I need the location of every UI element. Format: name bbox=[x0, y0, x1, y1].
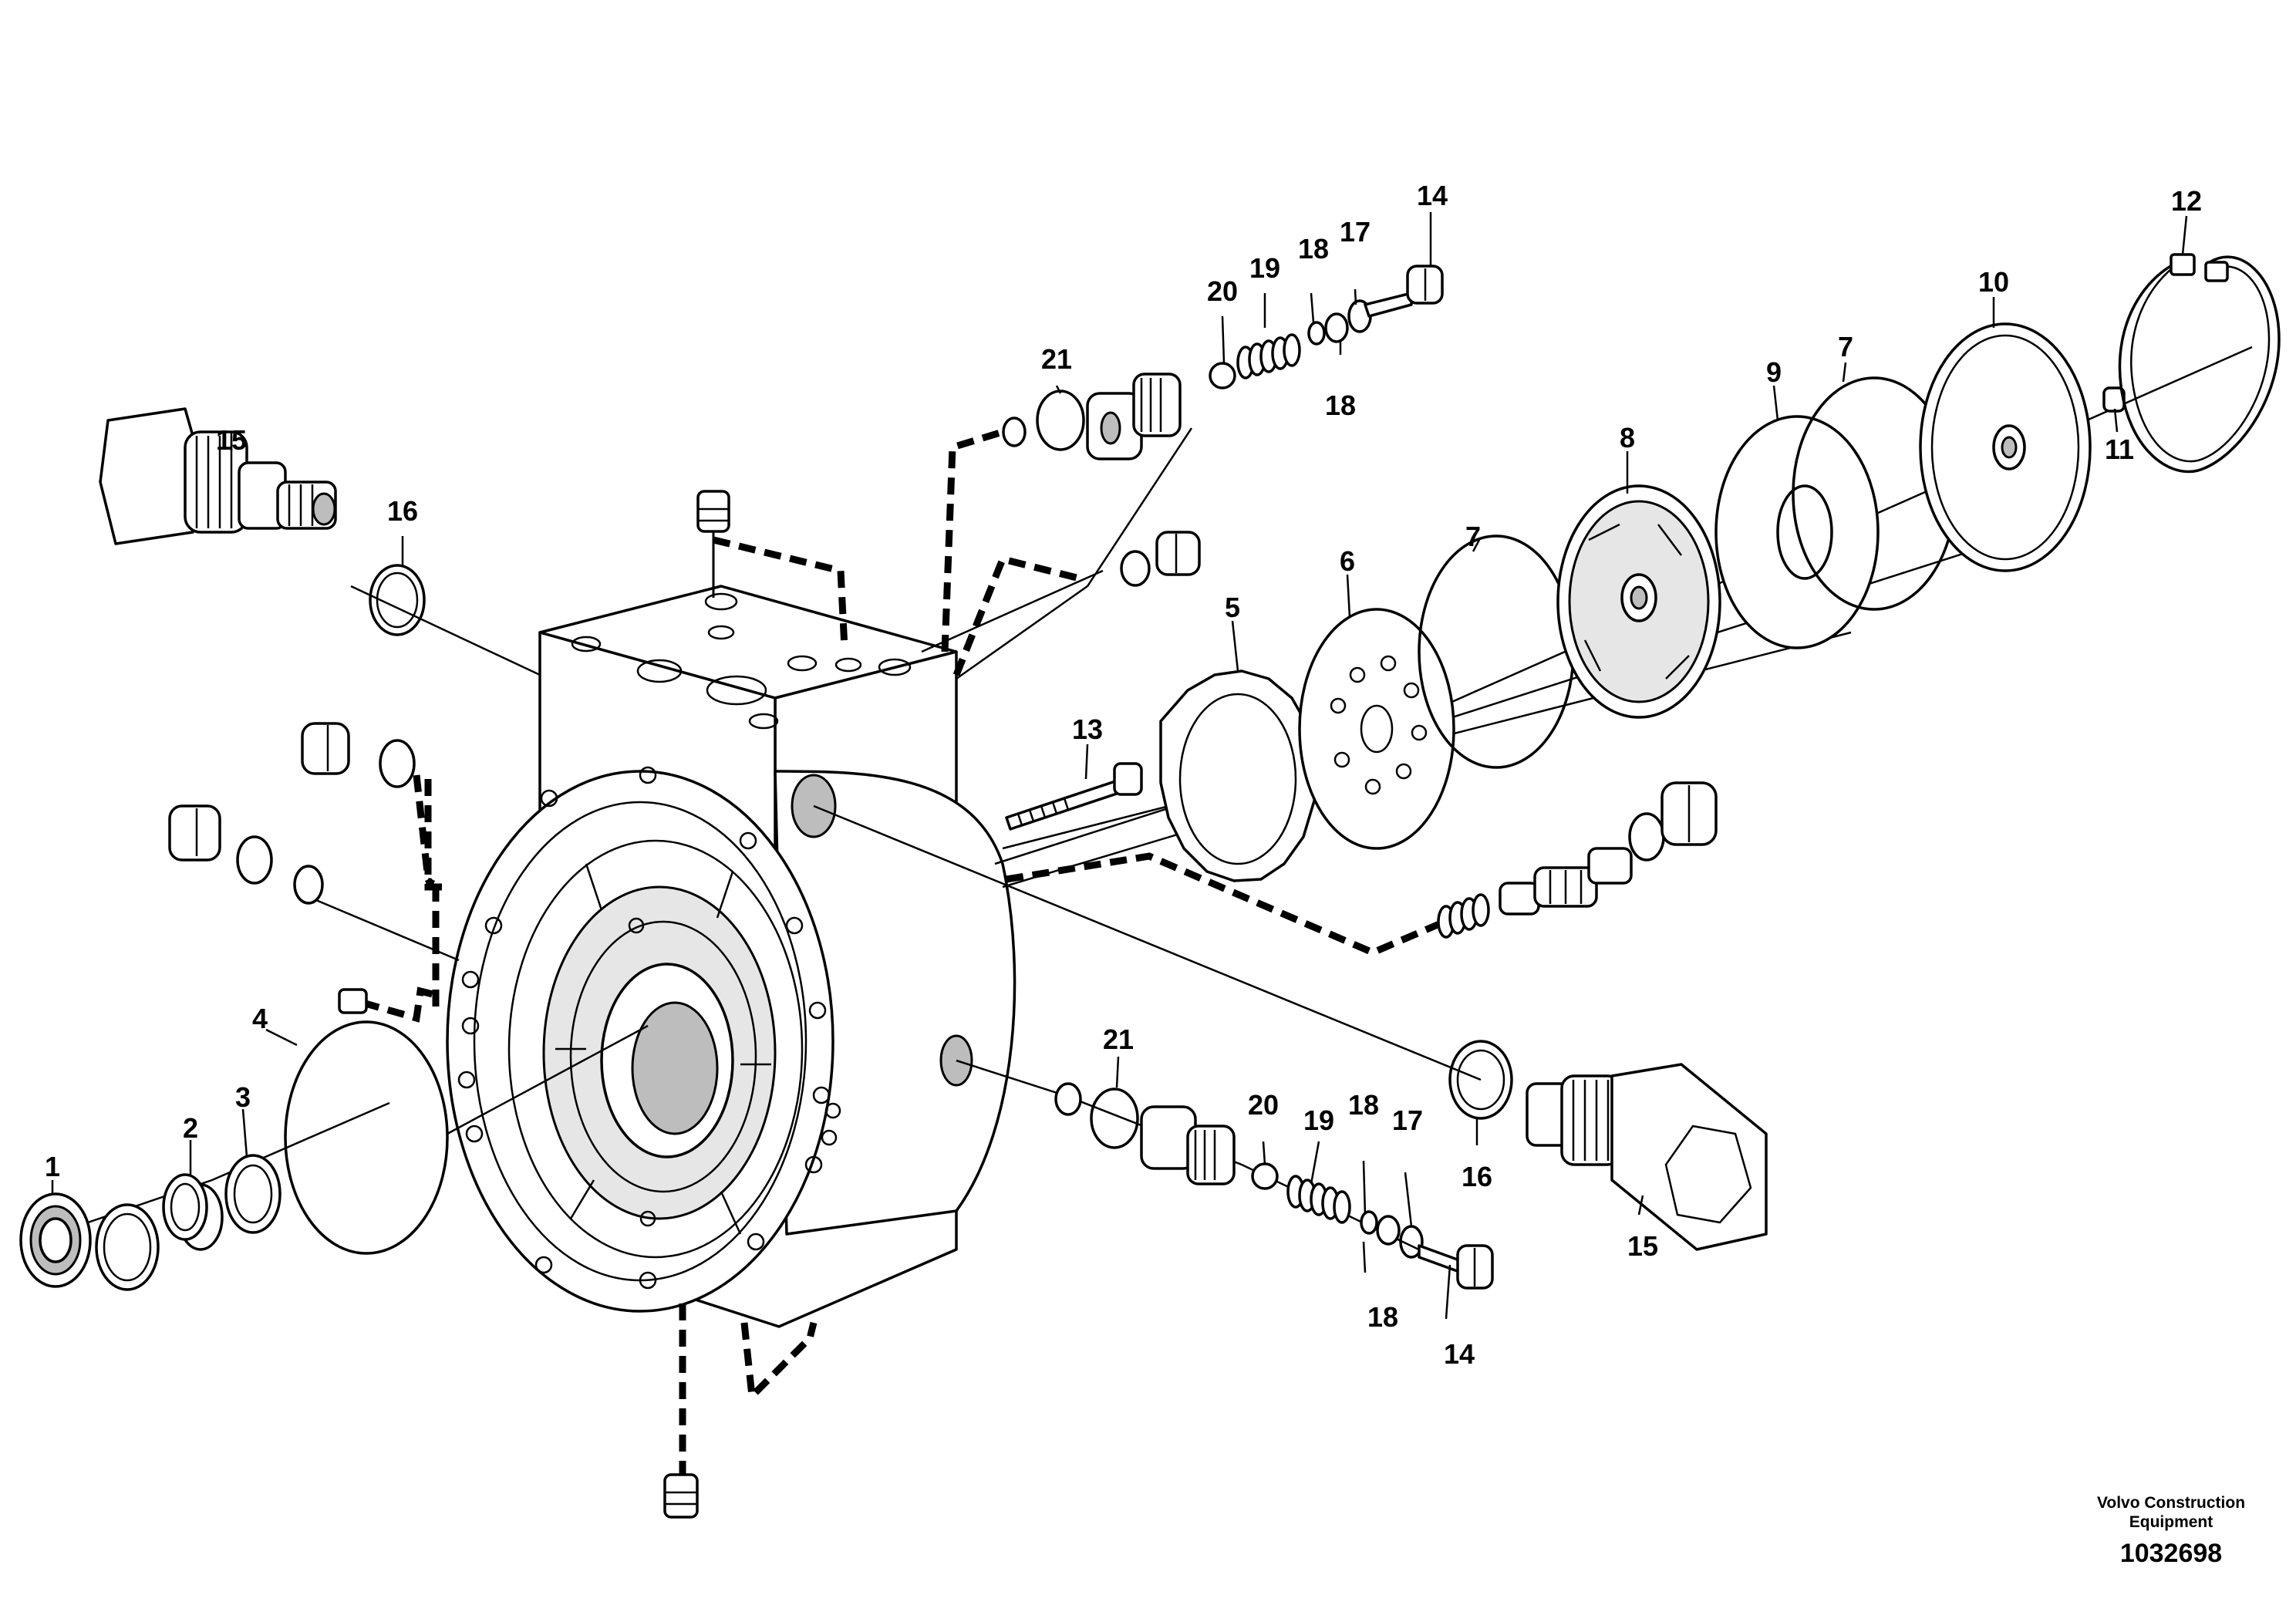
label-15-lower: 15 bbox=[1627, 1230, 1658, 1262]
part-16-lower-oring bbox=[1448, 1040, 1513, 1120]
part-6-port-plate bbox=[1298, 608, 1455, 850]
part-labels: 1 2 3 4 5 6 7 8 9 7 10 11 12 13 14 14 15… bbox=[45, 180, 2202, 1370]
part-16-upper-oring bbox=[369, 564, 426, 636]
label-18-upper-bottom: 18 bbox=[1325, 389, 1356, 421]
label-7-left: 7 bbox=[1465, 521, 1481, 552]
right-spool-valve bbox=[1437, 781, 1718, 939]
valve-housing bbox=[446, 585, 1017, 1328]
part-15-upper-valve bbox=[99, 407, 337, 545]
label-4: 4 bbox=[252, 1003, 268, 1034]
label-leaders bbox=[51, 212, 2188, 1320]
label-16-upper: 16 bbox=[387, 495, 418, 527]
credit-line-1: Volvo Construction bbox=[2097, 1494, 2245, 1512]
label-8: 8 bbox=[1620, 422, 1635, 454]
plug-left-middle bbox=[168, 804, 324, 905]
drawing-number: 1032698 bbox=[2120, 1539, 2222, 1568]
label-16-lower: 16 bbox=[1462, 1161, 1492, 1192]
label-17-lower: 17 bbox=[1392, 1104, 1423, 1136]
plug-small-left bbox=[338, 988, 368, 1014]
label-20-upper: 20 bbox=[1207, 275, 1238, 307]
part-3-seal bbox=[224, 1154, 282, 1234]
label-7-right: 7 bbox=[1838, 331, 1853, 363]
part-5-toothed-plate bbox=[1159, 669, 1317, 882]
label-9: 9 bbox=[1766, 356, 1782, 388]
label-2: 2 bbox=[183, 1112, 198, 1144]
label-14-lower: 14 bbox=[1444, 1338, 1475, 1370]
part-4-oring bbox=[284, 1020, 449, 1255]
label-3: 3 bbox=[235, 1081, 251, 1113]
part-oring-near-1 bbox=[95, 1203, 160, 1291]
label-17-upper: 17 bbox=[1340, 216, 1371, 248]
label-6: 6 bbox=[1340, 545, 1355, 577]
label-11: 11 bbox=[2105, 433, 2134, 465]
label-21-upper: 21 bbox=[1041, 343, 1072, 375]
part-15-lower-valve bbox=[1526, 1063, 1768, 1251]
label-19-upper: 19 bbox=[1249, 252, 1280, 284]
plug-bottom bbox=[663, 1473, 699, 1519]
label-20-lower: 20 bbox=[1248, 1089, 1279, 1121]
label-18-lower-top: 18 bbox=[1348, 1089, 1379, 1121]
part-7-oring-left bbox=[1418, 534, 1575, 769]
part-2-bushing bbox=[162, 1173, 224, 1251]
dashed-connections bbox=[361, 428, 1455, 1496]
label-19-lower: 19 bbox=[1303, 1104, 1334, 1136]
label-18-upper-top: 18 bbox=[1298, 233, 1329, 265]
credit-block: Volvo Construction Equipment 1032698 bbox=[2097, 1494, 2245, 1568]
lower-check-valve-assembly bbox=[1054, 1082, 1494, 1290]
plug-left-upper bbox=[301, 722, 416, 788]
label-12: 12 bbox=[2171, 185, 2202, 217]
label-10: 10 bbox=[1978, 266, 2009, 298]
label-14-upper: 14 bbox=[1417, 180, 1448, 211]
part-13-bolt bbox=[1005, 762, 1143, 831]
plug-top bbox=[696, 490, 730, 533]
label-1: 1 bbox=[45, 1151, 60, 1182]
part-10-cover bbox=[1919, 322, 2092, 572]
part-12-snap-ring bbox=[2118, 253, 2281, 474]
label-15-upper: 15 bbox=[216, 424, 247, 456]
part-1-bearing bbox=[19, 1192, 92, 1288]
credit-line-2: Equipment bbox=[2129, 1513, 2213, 1531]
part-8-piston-plate bbox=[1556, 484, 1721, 719]
label-13: 13 bbox=[1072, 713, 1103, 745]
label-21-lower: 21 bbox=[1103, 1023, 1134, 1055]
label-5: 5 bbox=[1225, 592, 1240, 623]
upper-check-valve-assembly bbox=[1002, 265, 1444, 460]
plug-top-right bbox=[1120, 531, 1201, 587]
label-18-lower-bottom: 18 bbox=[1367, 1301, 1398, 1333]
